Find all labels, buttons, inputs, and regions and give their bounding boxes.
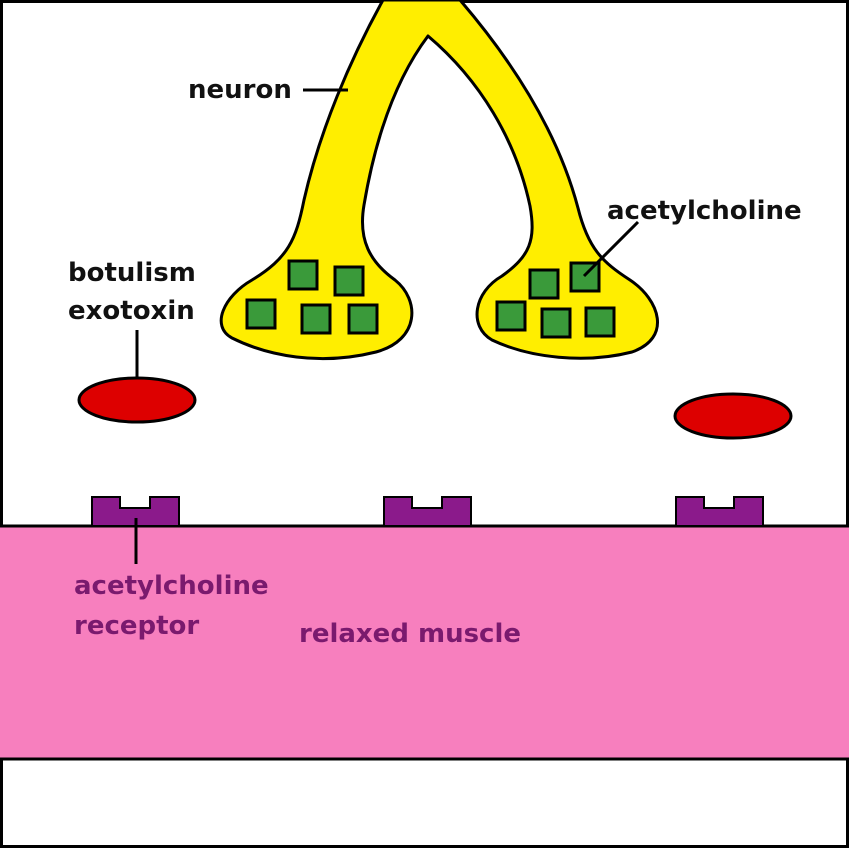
receptor-label-line1: acetylcholine [74, 571, 269, 601]
acetylcholine-vesicle [542, 309, 570, 337]
botulism-label-line1: botulism [68, 258, 196, 288]
acetylcholine-vesicle [349, 305, 377, 333]
botulism-toxin [675, 394, 791, 438]
acetylcholine-vesicle [302, 305, 330, 333]
acetylcholine-vesicle [497, 302, 525, 330]
acetylcholine-vesicle [247, 300, 275, 328]
acetylcholine-vesicle [335, 267, 363, 295]
acetylcholine-vesicle [530, 270, 558, 298]
acetylcholine-vesicle [289, 261, 317, 289]
acetylcholine-vesicle [586, 308, 614, 336]
receptor-label-line2: receptor [74, 611, 199, 641]
botulism-toxin [79, 378, 195, 422]
muscle-label: relaxed muscle [299, 619, 521, 649]
botulism-label-line2: exotoxin [68, 296, 195, 326]
neuron-label: neuron [188, 75, 292, 105]
acetylcholine-label: acetylcholine [607, 196, 802, 226]
